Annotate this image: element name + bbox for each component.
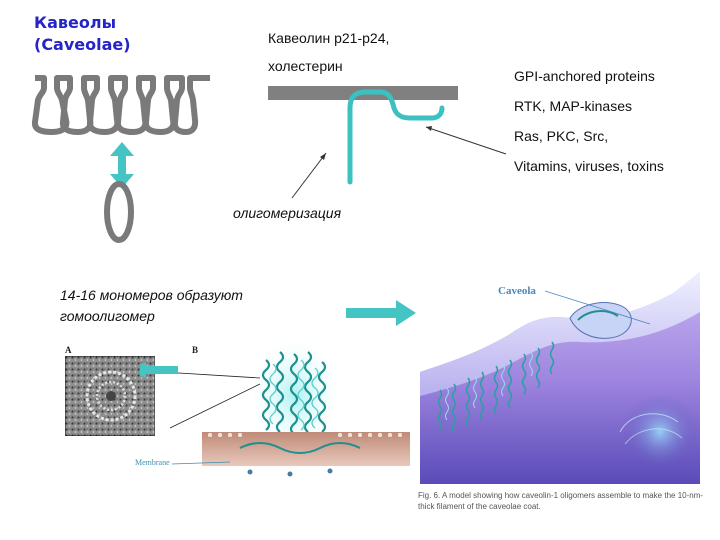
caveolin-label-line2: холестерин [268, 58, 343, 74]
oligomerization-label: олигомеризация [233, 205, 342, 221]
monomers-label: 14-16 мономеров образуют гомоолигомер [60, 287, 243, 324]
oligomerization-pointer [291, 152, 327, 199]
partner-item: RTK, MAP-kinases [514, 98, 632, 114]
membrane-slab [202, 432, 410, 466]
partner-item: Vitamins, viruses, toxins [514, 158, 664, 174]
panel-b-label: B [192, 345, 199, 355]
caveolin-label: Кавеолин р21-р24, холестерин [268, 28, 389, 77]
caveolae-outline [31, 75, 210, 135]
panel-pointer-arrow-icon [140, 362, 178, 378]
binding-partners-list: GPI-anchored proteins RTK, MAP-kinases R… [514, 66, 704, 177]
title-english: (Caveolae) [34, 35, 131, 54]
partner-item: Ras, PKC, Src, [514, 128, 609, 144]
oligomer-model-image [140, 340, 410, 477]
right-arrow-icon [346, 300, 416, 326]
caveola-model-image [420, 272, 700, 484]
partners-pointer [425, 126, 507, 155]
partner-item: GPI-anchored proteins [514, 68, 655, 84]
membrane-pointer [172, 461, 231, 465]
figure-caption: Fig. 6. A model showing how caveolin-1 o… [418, 491, 704, 511]
caveola-pointer [545, 290, 651, 325]
caveolin-hairpin-line [347, 89, 445, 185]
title-russian: Кавеолы [34, 13, 117, 32]
caveolin-label-line1: Кавеолин р21-р24, [268, 30, 390, 46]
caveolae-schematic [31, 75, 210, 243]
membrane-label: Membrane [135, 458, 170, 467]
diagram-title: Кавеолы (Caveolae) [34, 12, 131, 56]
caveolin-topology-diagram [268, 86, 507, 199]
detached-vesicle [104, 181, 134, 243]
panel-a-label: A [65, 345, 72, 355]
caveola-label: Caveola [498, 285, 536, 297]
double-arrow-icon [110, 142, 134, 188]
